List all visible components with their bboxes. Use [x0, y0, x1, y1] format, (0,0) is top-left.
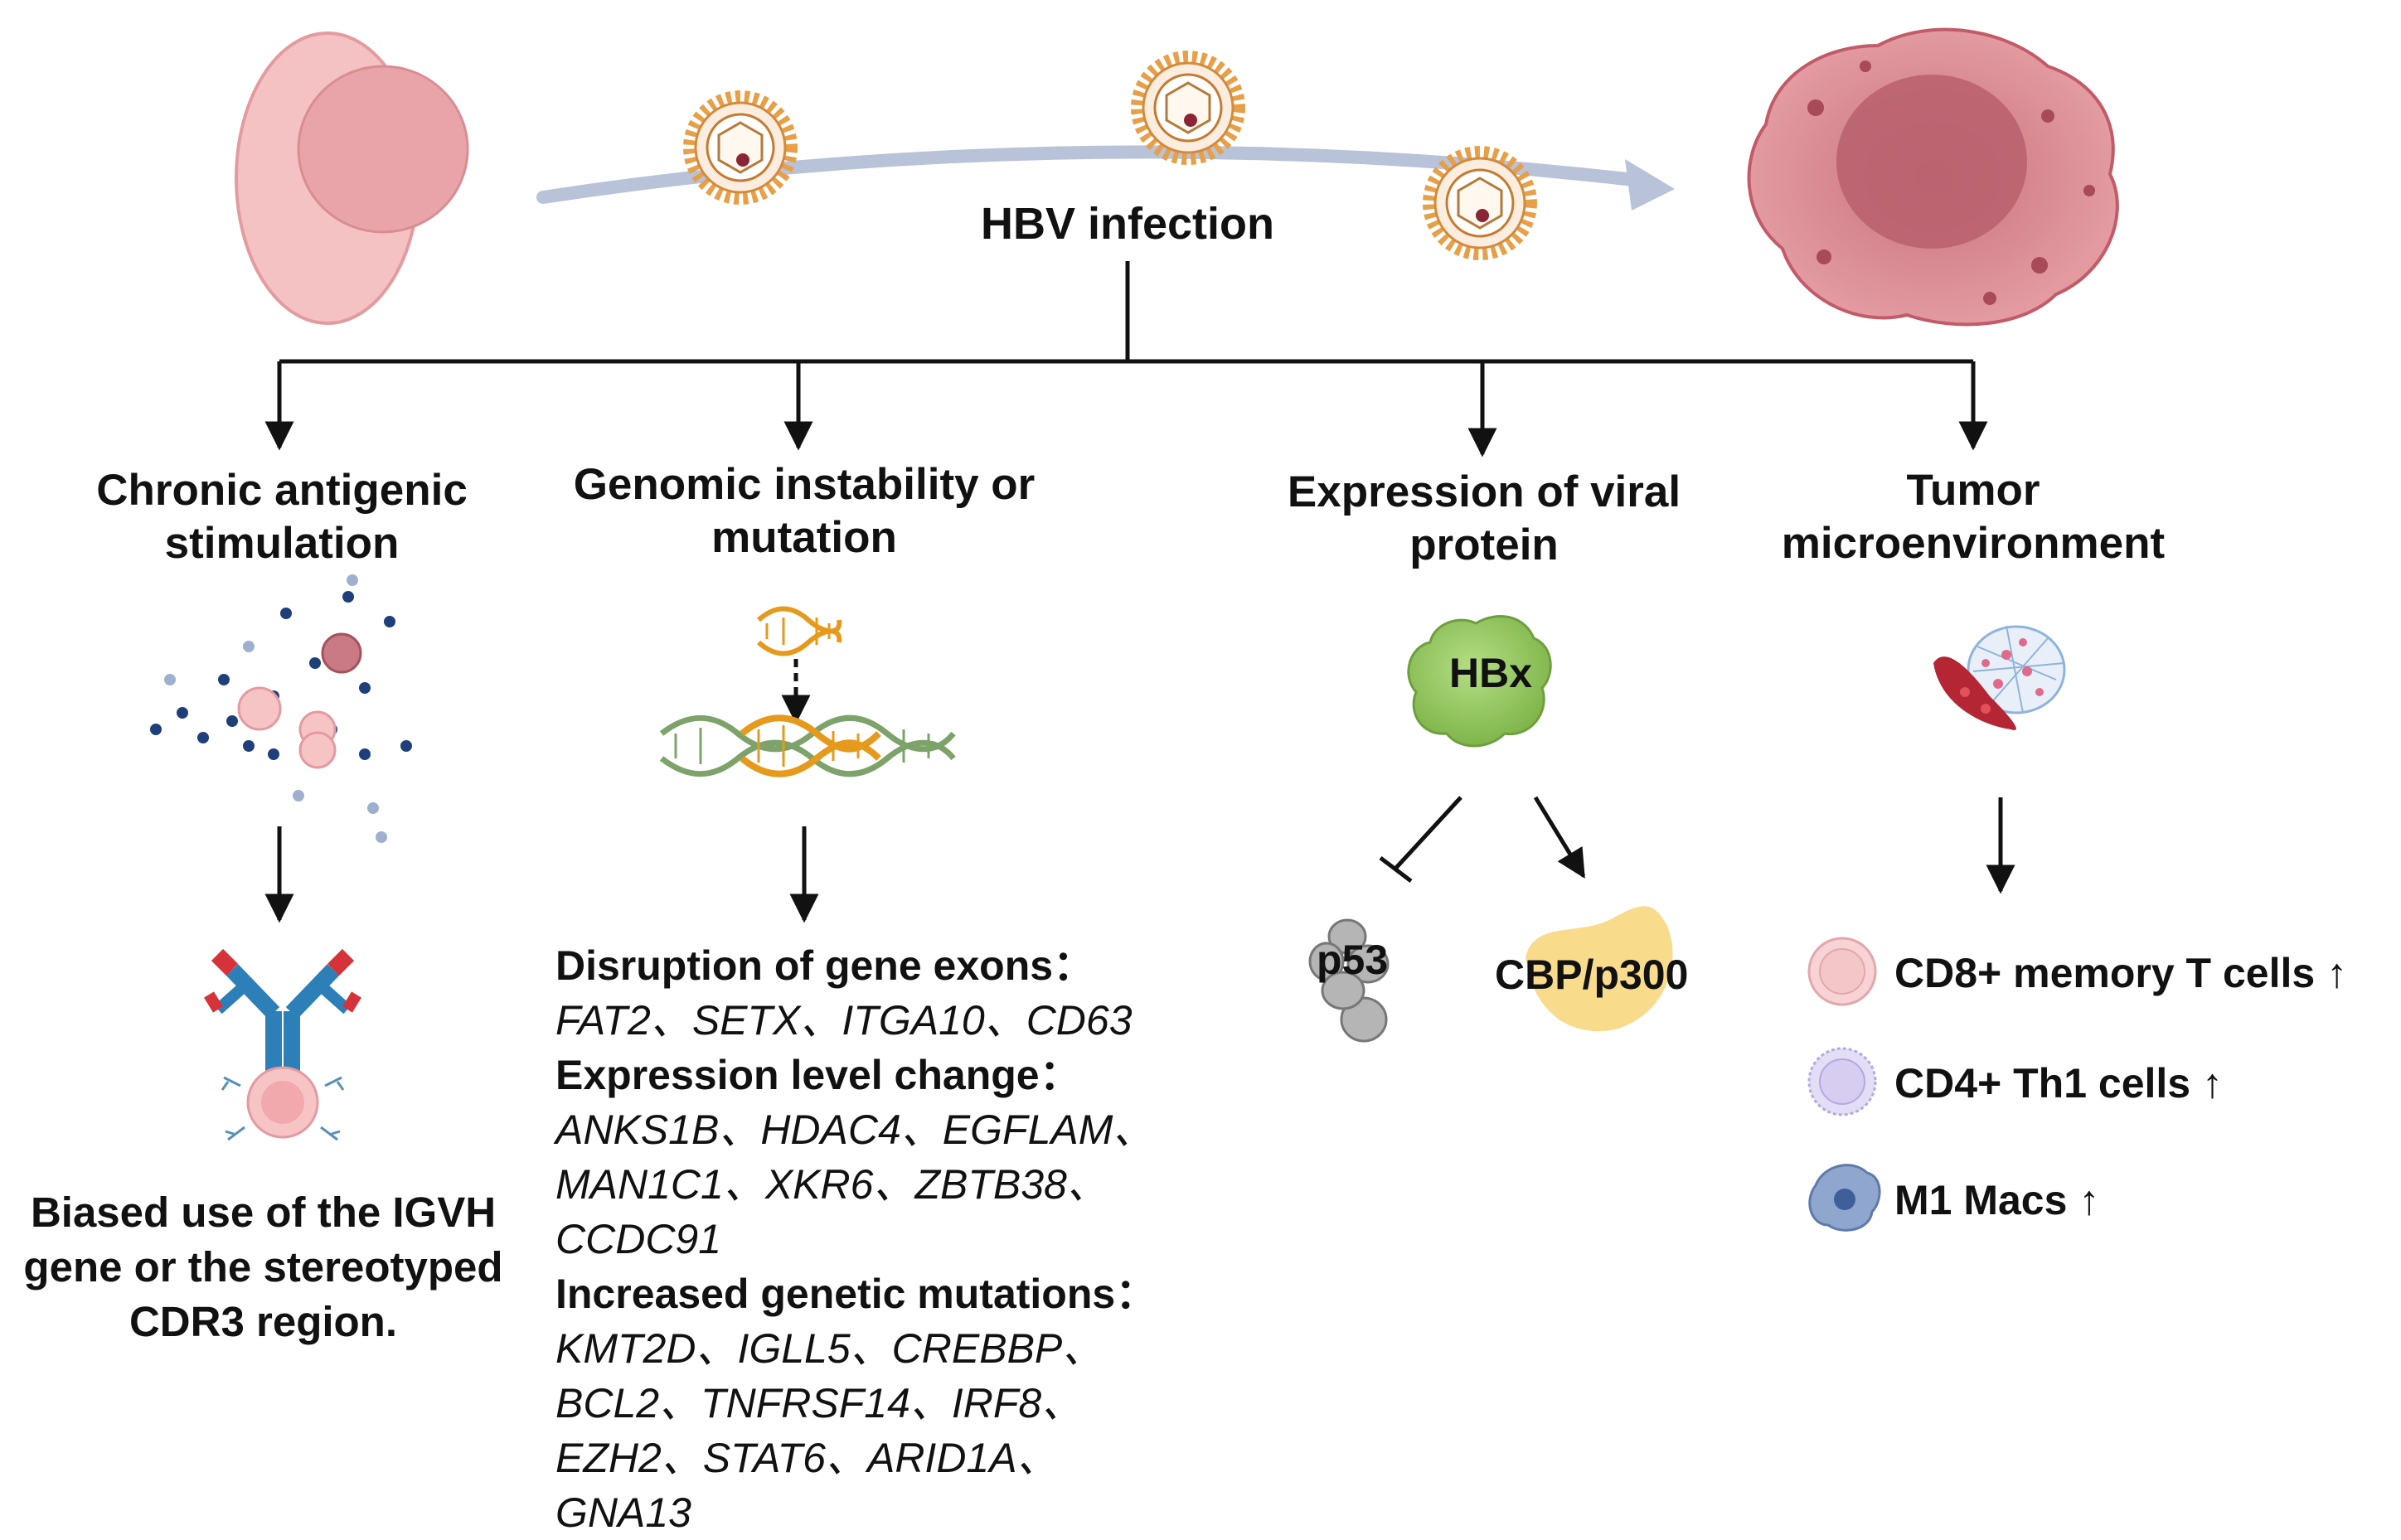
cbp-p300-label: CBP/p300: [1495, 952, 1689, 998]
tumor-microenvironment-icon: [1933, 625, 2066, 730]
gene-line: BCL2、TNFRSF14、IRF8、: [555, 1380, 1084, 1426]
dna-genome-icon: [659, 714, 956, 777]
branch3-heading-line: protein: [1409, 521, 1559, 569]
branch4-heading-line: Tumor: [1906, 466, 2040, 515]
p53-label: p53: [1317, 937, 1389, 983]
branch2-gene-list: Disruption of gene exons： FAT2、SETX、ITGA…: [555, 938, 1302, 1540]
branch1-heading-line: Chronic antigenic: [96, 466, 468, 515]
branch1-heading: Chronic antigenic stimulation: [50, 464, 514, 570]
branch2-heading-line: mutation: [711, 513, 897, 562]
gene-line: FAT2、SETX、ITGA10、CD63: [555, 997, 1133, 1044]
gene-line: EZH2、STAT6、ARID1A、: [555, 1435, 1059, 1481]
gene-line: ANKS1B、HDAC4、EGFLAM、: [555, 1107, 1155, 1153]
branch2-heading-line: Genomic instability or: [573, 460, 1036, 509]
cd8-memory-t-cells-label: CD8+ memory T cells ↑: [1894, 950, 2348, 996]
branch1-result: Biased use of the IGVH gene or the stere…: [0, 1185, 526, 1349]
hbx-label: HBx: [1449, 650, 1533, 696]
hbx-protein-icon: [1407, 615, 1552, 748]
m1-macs-label: M1 Macs ↑: [1894, 1177, 2100, 1223]
branch-connectors: [264, 261, 1988, 458]
hbv-virion-icon: [1131, 51, 1245, 165]
branch1-result-line: Biased use of the IGVH: [30, 1189, 497, 1236]
p53-protein-icon: [1308, 918, 1390, 1043]
hbx-branch-connectors: [1379, 796, 1586, 883]
gene-section-title: Disruption of gene exons：: [555, 942, 1095, 989]
branch2-heading: Genomic instability or mutation: [547, 458, 1061, 564]
hbv-virion-icon: [1423, 146, 1537, 260]
m1-macrophage-icon: [1808, 1164, 1881, 1232]
gene-line: MAN1C1、XKR6、ZBTB38、: [555, 1161, 1108, 1208]
tumor-cell-icon: [1747, 27, 2119, 327]
antibody-b-cell-icon: [204, 948, 361, 1141]
hbv-infection-title: HBV infection: [980, 199, 1274, 249]
gene-line: KMT2D、IGLL5、CREBBP、: [555, 1325, 1104, 1372]
branch1-result-line: CDR3 region.: [129, 1298, 398, 1345]
gene-section-title: Expression level change：: [555, 1052, 1081, 1098]
branch3-heading: Expression of viral protein: [1244, 466, 1724, 572]
branch1-heading-line: stimulation: [164, 519, 400, 568]
antigen-stimulation-icon: [150, 574, 412, 843]
cd4-th1-cell-icon: [1807, 1047, 1877, 1116]
cbp-p300-icon: [1525, 906, 1673, 1032]
cd8-t-cell-icon: [1807, 937, 1877, 1006]
branch4-heading-line: microenvironment: [1781, 519, 2166, 568]
branch4-heading: Tumor microenvironment: [1741, 464, 2205, 570]
gene-section-title: Increased genetic mutations：: [555, 1271, 1157, 1317]
branch1-result-line: gene or the stereotyped: [23, 1243, 503, 1291]
dna-fragment-icon: [756, 606, 842, 656]
gene-line: GNA13: [555, 1489, 691, 1536]
cd4-th1-cells-label: CD4+ Th1 cells ↑: [1894, 1060, 2223, 1107]
hbv-virion-icon: [683, 90, 798, 205]
normal-hepatocyte-icon: [235, 31, 469, 325]
branch3-heading-line: Expression of viral: [1287, 467, 1681, 516]
gene-line: CCDC91: [555, 1216, 722, 1262]
